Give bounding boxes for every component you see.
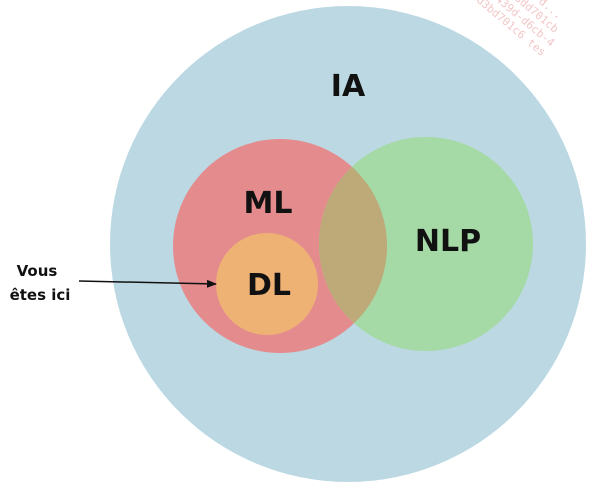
ml-label: ML: [244, 186, 293, 221]
dl-circle: [216, 233, 318, 335]
ia-label: IA: [331, 69, 366, 104]
dl-label: DL: [247, 268, 291, 303]
nlp-label: NLP: [415, 224, 481, 259]
pointer-label-line1: Vous: [17, 262, 58, 280]
pointer-arrow: [78, 279, 217, 288]
pointer-label-line2: êtes ici: [10, 286, 71, 304]
